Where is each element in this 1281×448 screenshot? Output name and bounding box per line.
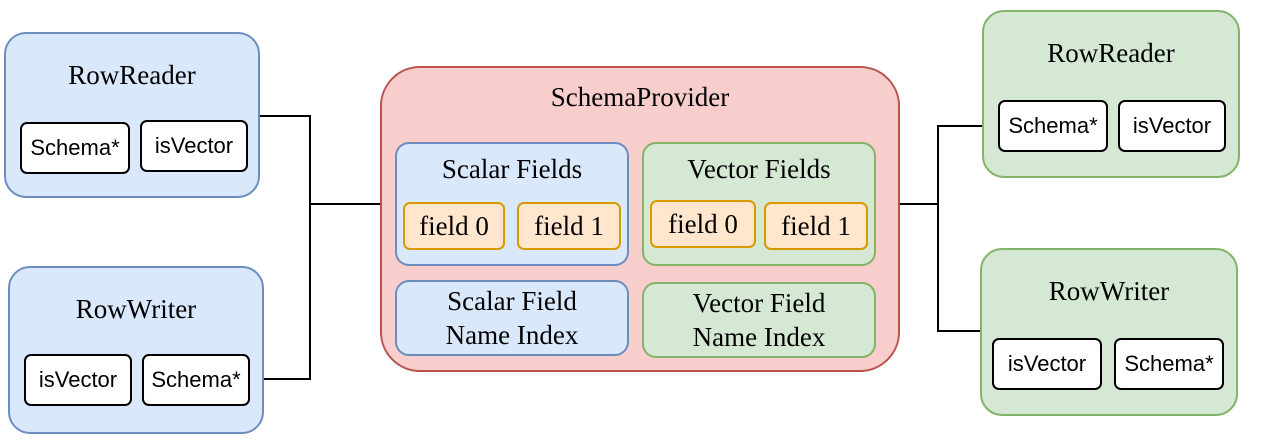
- right-row-reader-title: RowReader: [1047, 38, 1175, 68]
- scalar-field-0: field 0: [403, 202, 505, 250]
- connector-right-reader: [937, 125, 998, 204]
- right-row-reader-schema: Schema*: [998, 100, 1108, 152]
- right-row-writer: RowWriter isVector Schema*: [980, 248, 1238, 416]
- scalar-field-name-index: Scalar Field Name Index: [395, 280, 629, 356]
- left-row-reader-title: RowReader: [68, 60, 196, 90]
- vector-fields-title: Vector Fields: [687, 154, 831, 184]
- vector-field-1: field 1: [764, 202, 868, 250]
- left-row-writer-title: RowWriter: [75, 294, 197, 324]
- connector-left-reader: [260, 115, 311, 204]
- schema-provider-title: SchemaProvider: [550, 82, 730, 112]
- scalar-index-line-1: Scalar Field: [447, 286, 577, 316]
- left-row-reader-is-vector: isVector: [140, 120, 248, 172]
- left-row-writer-is-vector: isVector: [24, 354, 132, 406]
- scalar-fields: Scalar Fields field 0 field 1: [395, 142, 629, 266]
- right-row-reader: RowReader Schema* isVector: [982, 10, 1240, 178]
- left-row-writer: RowWriter isVector Schema*: [8, 266, 264, 434]
- vector-field-name-index: Vector Field Name Index: [642, 282, 876, 358]
- connector-left-writer: [248, 204, 311, 380]
- vector-field-0: field 0: [650, 200, 756, 248]
- vector-index-line-2: Name Index: [692, 322, 826, 352]
- left-row-reader-schema: Schema*: [20, 122, 130, 174]
- left-row-writer-schema: Schema*: [142, 354, 250, 406]
- vector-index-line-1: Vector Field: [692, 288, 826, 318]
- vector-fields: Vector Fields field 0 field 1: [642, 142, 876, 266]
- left-row-reader: RowReader Schema* isVector: [4, 32, 260, 198]
- scalar-index-line-2: Name Index: [445, 320, 579, 350]
- right-row-reader-is-vector: isVector: [1118, 100, 1226, 152]
- connector-right-writer: [937, 204, 980, 332]
- schema-provider: SchemaProvider Scalar Fields field 0 fie…: [380, 66, 900, 372]
- scalar-fields-title: Scalar Fields: [441, 154, 583, 184]
- scalar-field-1: field 1: [517, 202, 621, 250]
- right-row-writer-schema: Schema*: [1114, 338, 1224, 390]
- right-row-writer-is-vector: isVector: [992, 338, 1102, 390]
- right-row-writer-title: RowWriter: [1048, 276, 1170, 306]
